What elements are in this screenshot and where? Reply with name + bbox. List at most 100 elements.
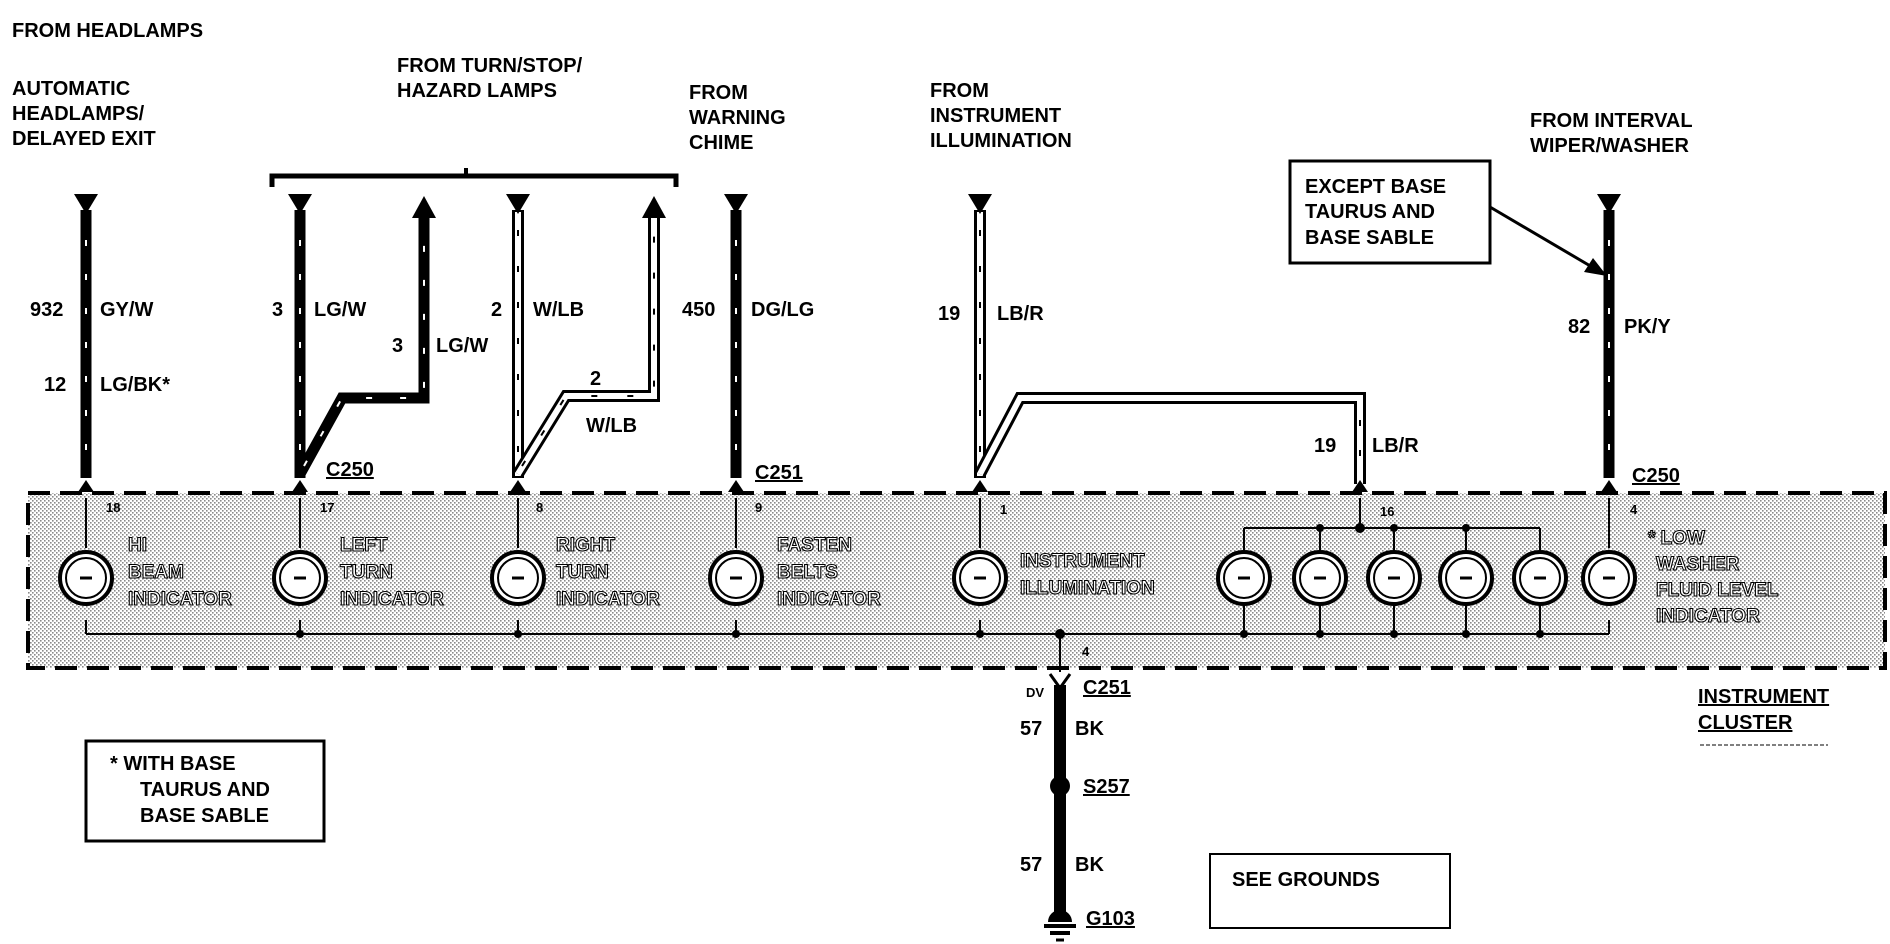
- left-turn-out-color: LG/W: [436, 335, 488, 357]
- right-turn-label-2: TURN: [556, 562, 609, 583]
- from-headlamps-label: FROM HEADLAMPS: [12, 20, 203, 42]
- ground-circuit-1: 57: [1020, 718, 1042, 740]
- except-base-leader: [1489, 205, 1593, 269]
- hi-beam-alt-circuit: 12: [44, 374, 66, 396]
- hi-beam-color: GY/W: [100, 299, 153, 321]
- warning-chime-line-3: CHIME: [689, 132, 753, 154]
- splice-dots: [296, 523, 1544, 639]
- fasten-belts-bulb-icon: [708, 550, 764, 606]
- black-wires: [80, 210, 1615, 915]
- illum-bulb-4-icon: [1438, 550, 1494, 606]
- with-base-line-2: TAURUS AND: [140, 779, 270, 801]
- ground-g103-label: G103: [1086, 908, 1135, 930]
- except-base-line-2: TAURUS AND: [1305, 201, 1435, 223]
- connector-c250-right: C250: [1632, 465, 1680, 487]
- warning-chime-line-1: FROM: [689, 82, 748, 104]
- illum-color: LB/R: [997, 303, 1044, 325]
- left-turn-circuit: 3: [272, 299, 283, 321]
- right-turn-circuit: 2: [491, 299, 502, 321]
- left-turn-out-circuit: 3: [392, 335, 403, 357]
- left-turn-bulb-icon: [272, 550, 328, 606]
- washer-circuit: 82: [1568, 316, 1590, 338]
- left-turn-label-2: TURN: [340, 562, 393, 583]
- fasten-color: DG/LG: [751, 299, 814, 321]
- right-turn-color: W/LB: [533, 299, 584, 321]
- ground-color-1: BK: [1075, 718, 1104, 740]
- except-base-line-1: EXCEPT BASE: [1305, 176, 1446, 198]
- except-base-line-3: BASE SABLE: [1305, 227, 1434, 249]
- splice-s257-dot: [1050, 776, 1070, 796]
- see-grounds-label: SEE GROUNDS: [1232, 869, 1380, 891]
- washer-color: PK/Y: [1624, 316, 1671, 338]
- bulb-icons: [58, 550, 1637, 606]
- pin-fasten: 9: [755, 500, 762, 515]
- illum-bulb-2-icon: [1292, 550, 1348, 606]
- instrument-illum-line-2: INSTRUMENT: [930, 105, 1061, 127]
- except-base-note-box: [1288, 159, 1492, 265]
- white-wires: [512, 210, 1366, 484]
- pin-illum: 1: [1000, 502, 1007, 517]
- connector-c251-bottom: C251: [1083, 677, 1131, 699]
- see-grounds-box: [1209, 853, 1451, 929]
- warning-chime-line-2: WARNING: [689, 107, 786, 129]
- hi-beam-alt-color: LG/BK*: [100, 374, 170, 396]
- illum-bulb-5-icon: [1512, 550, 1568, 606]
- low-washer-label-2: WASHER: [1656, 554, 1740, 575]
- low-washer-label-3: FLUID LEVEL: [1656, 580, 1779, 601]
- instrument-illum-line-1: FROM: [930, 80, 989, 102]
- hi-beam-circuit: 932: [30, 299, 63, 321]
- illum-branch-circuit: 19: [1314, 435, 1336, 457]
- pin-ground: 4: [1082, 644, 1090, 659]
- left-turn-color: LG/W: [314, 299, 366, 321]
- pin-arrows: [78, 480, 1617, 691]
- illum-bulb-1-icon: [1216, 550, 1272, 606]
- low-washer-label-1: * LOW: [1648, 528, 1705, 549]
- pin-washer: 4: [1630, 502, 1638, 517]
- splice-s257-label: S257: [1083, 776, 1130, 798]
- right-turn-bulb-icon: [490, 550, 546, 606]
- with-base-line-3: BASE SABLE: [140, 805, 269, 827]
- with-base-line-1: * WITH BASE: [110, 753, 236, 775]
- low-washer-label-4: INDICATOR: [1656, 606, 1760, 627]
- left-turn-label-1: LEFT: [340, 535, 388, 556]
- fasten-belts-label-3: INDICATOR: [777, 589, 881, 610]
- interval-wiper-line-1: FROM INTERVAL: [1530, 110, 1693, 132]
- wire-terminals: [74, 194, 1621, 218]
- instrument-illum-bulb-icon: [952, 550, 1008, 606]
- connector-c250-left: C250: [326, 459, 374, 481]
- fasten-belts-label-1: FASTEN: [777, 535, 852, 556]
- ground-color-2: BK: [1075, 854, 1104, 876]
- instrument-illum-label-1: INSTRUMENT: [1020, 551, 1145, 572]
- pin-hi-beam: 18: [106, 500, 120, 515]
- connector-dv: DV: [1026, 685, 1044, 700]
- instrument-cluster-label-2: CLUSTER: [1698, 712, 1793, 734]
- left-turn-label-3: INDICATOR: [340, 589, 444, 610]
- turn-stop-line-2: HAZARD LAMPS: [397, 80, 557, 102]
- with-base-note-box: [84, 739, 326, 843]
- pin-left-turn: 17: [320, 500, 334, 515]
- fasten-circuit: 450: [682, 299, 715, 321]
- instrument-illum-label-2: ILLUMINATION: [1020, 578, 1155, 599]
- interval-wiper-line-2: WIPER/WASHER: [1530, 135, 1689, 157]
- right-turn-label-1: RIGHT: [556, 535, 616, 556]
- illum-circuit: 19: [938, 303, 960, 325]
- pin-right-turn: 8: [536, 500, 543, 515]
- low-washer-bulb-icon: [1581, 550, 1637, 606]
- pin-illum-branch: 16: [1380, 504, 1394, 519]
- fasten-belts-label-2: BELTS: [777, 562, 838, 583]
- ground-circuit-2: 57: [1020, 854, 1042, 876]
- right-turn-label-3: INDICATOR: [556, 589, 660, 610]
- instrument-illum-line-3: ILLUMINATION: [930, 130, 1072, 152]
- illum-bulb-3-icon: [1366, 550, 1422, 606]
- illum-branch-color: LB/R: [1372, 435, 1419, 457]
- connector-c251-top: C251: [755, 462, 803, 484]
- hi-beam-bulb-icon: [58, 550, 114, 606]
- hi-beam-label-3: INDICATOR: [128, 589, 232, 610]
- hi-beam-label-1: HI: [128, 535, 147, 556]
- auto-headlamps-line-2: HEADLAMPS/: [12, 103, 145, 125]
- instrument-cluster-label-1: INSTRUMENT: [1698, 686, 1829, 708]
- auto-headlamps-line-1: AUTOMATIC: [12, 78, 130, 100]
- auto-headlamps-line-3: DELAYED EXIT: [12, 128, 156, 150]
- ground-symbol-icon: [1044, 910, 1076, 942]
